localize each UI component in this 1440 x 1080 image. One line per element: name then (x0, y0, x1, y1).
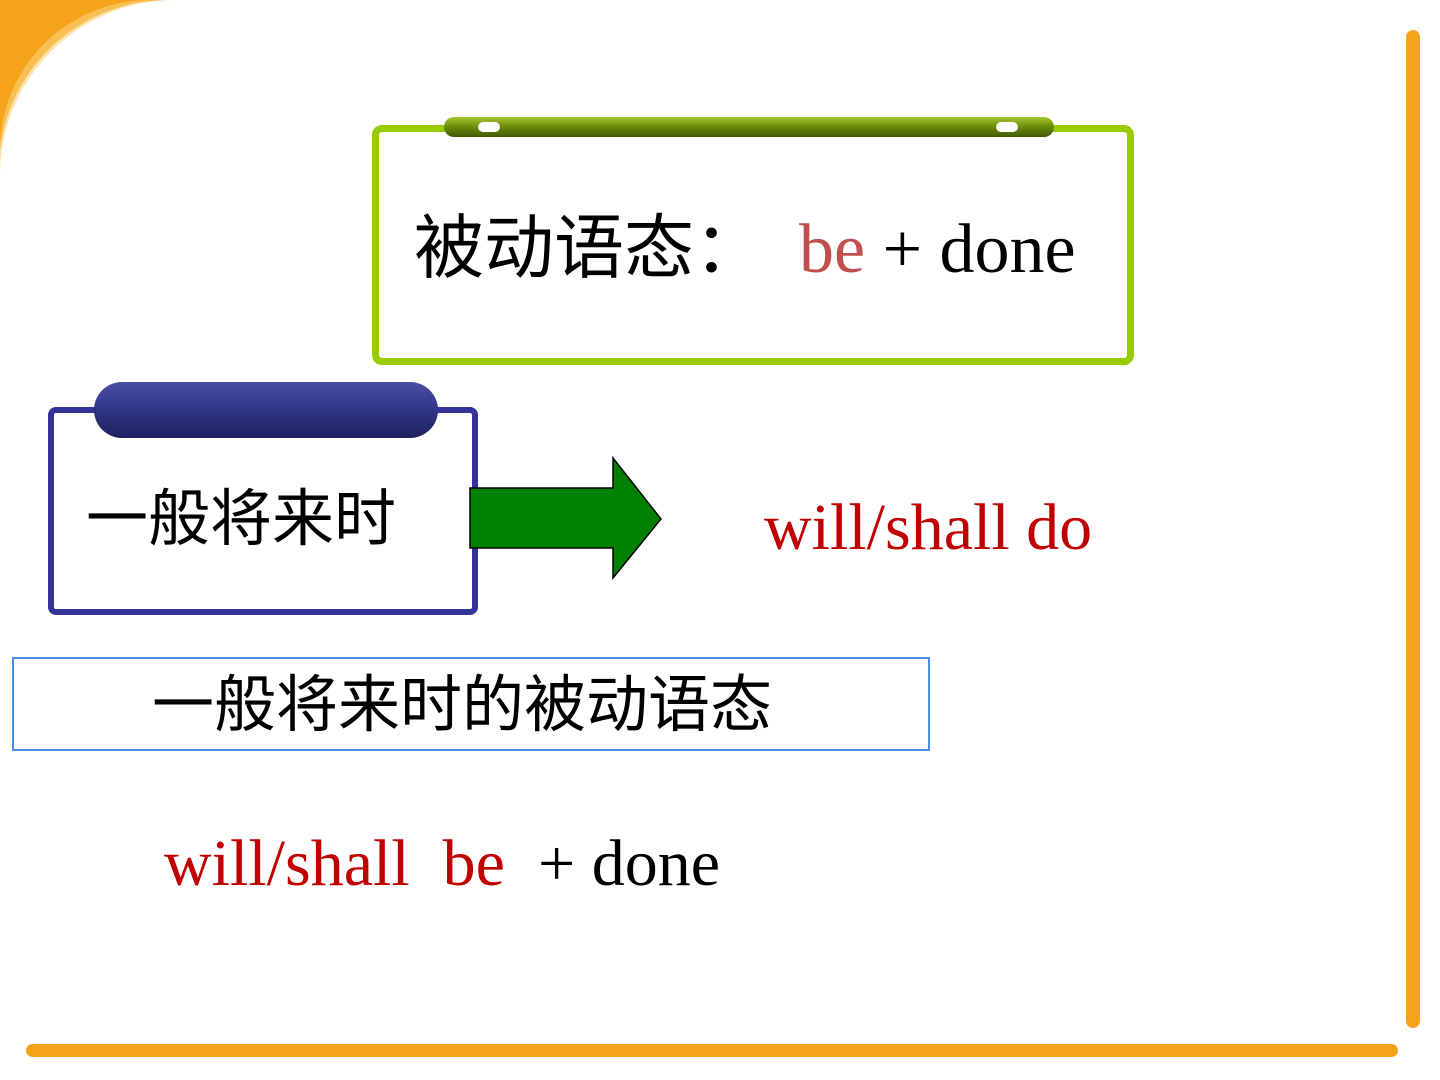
passive-title-box (12, 657, 930, 751)
rod-cap-right (996, 122, 1018, 132)
bottom-orange-bar (26, 1044, 1398, 1057)
navy-scroll-rod (94, 382, 438, 438)
passive-label: 被动语态： (414, 211, 764, 288)
passive-title-text: 一般将来时的被动语态 (152, 672, 773, 740)
be-keyword: be (799, 211, 866, 288)
will-shall-be: will/shall be (164, 827, 505, 900)
rod-cap-left (478, 122, 500, 132)
active-form-text: will/shall do (764, 491, 1093, 564)
corner-arc-decoration (0, 0, 175, 175)
tense-box (48, 407, 478, 615)
passive-formula-text: 被动语态： be + done (414, 210, 1076, 290)
right-orange-bar (1406, 30, 1420, 1028)
tense-label: 一般将来时 (86, 486, 397, 554)
right-arrow-icon (469, 456, 662, 581)
plus-done-final: + done (504, 827, 720, 900)
future-passive-formula: will/shall be + done (164, 824, 720, 904)
green-scroll-rod (444, 117, 1054, 137)
plus-done: + done (865, 211, 1076, 288)
